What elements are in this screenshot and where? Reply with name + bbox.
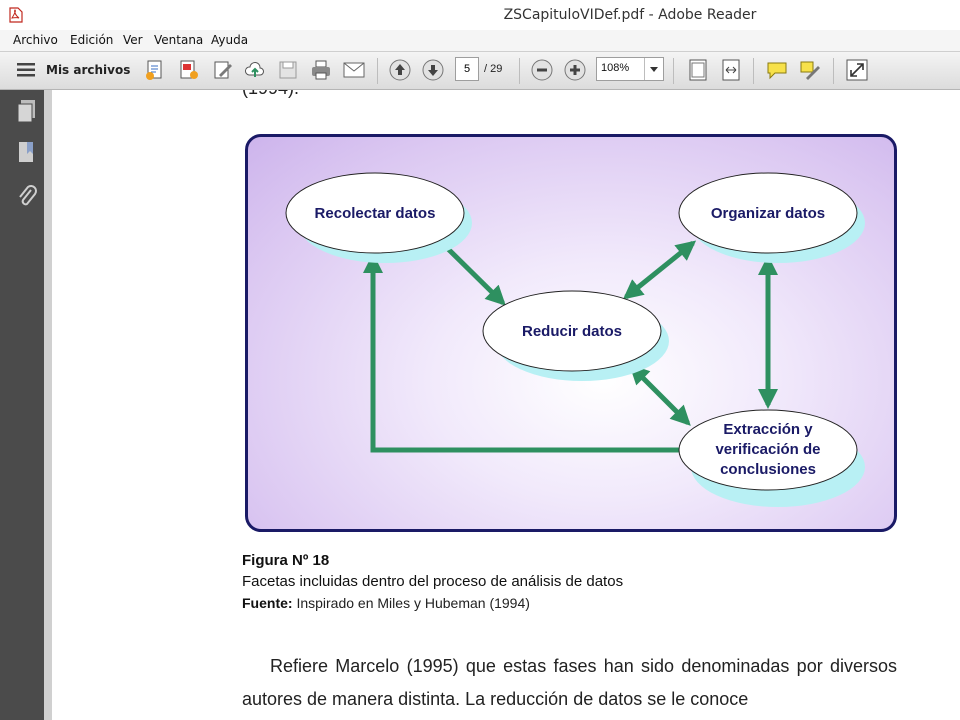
comment-icon[interactable] xyxy=(765,58,789,82)
figure-description: Facetas incluidas dentro del proceso de … xyxy=(242,573,624,590)
convert-icon[interactable] xyxy=(177,58,201,82)
zoom-select[interactable]: 108% xyxy=(596,57,664,81)
toolbar-divider xyxy=(519,58,520,84)
chevron-down-icon[interactable] xyxy=(644,58,663,80)
process-diagram: Recolectar datos Organizar datos Reducir… xyxy=(245,134,897,532)
arrow-collect-to-reduce xyxy=(437,238,506,306)
toolbar: Mis archivos xyxy=(0,52,960,90)
arrow-reduce-organize xyxy=(622,240,697,300)
window-title: ZSCapituloVIDef.pdf - Adobe Reader xyxy=(503,7,757,23)
toolbar-divider xyxy=(673,58,674,84)
node-label-organize: Organizar datos xyxy=(711,205,825,222)
zoom-in-icon[interactable] xyxy=(563,58,587,82)
fit-page-icon[interactable] xyxy=(686,58,710,82)
my-files-button[interactable]: Mis archivos xyxy=(46,63,131,77)
email-icon[interactable] xyxy=(342,58,366,82)
figure-title: Figura Nº 18 xyxy=(242,552,330,569)
fit-width-icon[interactable] xyxy=(719,58,743,82)
node-label-extract-2: verificación de xyxy=(715,441,820,458)
page-up-icon[interactable] xyxy=(388,58,412,82)
node-extract-conclusions xyxy=(678,409,858,491)
figure-source-text: Inspirado en Miles y Hubeman (1994) xyxy=(292,595,530,611)
menu-hamburger-icon[interactable] xyxy=(14,58,38,82)
attachments-panel-icon[interactable] xyxy=(15,184,39,210)
edit-pdf-icon[interactable] xyxy=(211,58,235,82)
diagram-canvas: Recolectar datos Organizar datos Reducir… xyxy=(285,172,865,507)
figure-source: Fuente: Inspirado en Miles y Hubeman (19… xyxy=(242,595,530,611)
menu-ventana[interactable]: Ventana xyxy=(154,33,204,47)
zoom-value: 108% xyxy=(601,62,630,74)
page-number-input[interactable]: 5 xyxy=(455,57,479,81)
page-total: / 29 xyxy=(484,63,503,75)
node-reduce-data xyxy=(482,290,662,372)
body-paragraph: Refiere Marcelo (1995) que estas fases h… xyxy=(242,656,897,709)
menu-ayuda[interactable]: Ayuda xyxy=(211,33,249,47)
fullscreen-icon[interactable] xyxy=(845,58,869,82)
node-label-reduce: Reducir datos xyxy=(522,323,622,340)
page-down-icon[interactable] xyxy=(421,58,445,82)
node-organize-data xyxy=(678,172,858,254)
document-page: (1994). xyxy=(52,90,960,720)
menu-edicion[interactable]: Edición xyxy=(70,33,114,47)
node-label-extract-3: conclusiones xyxy=(720,461,816,478)
node-label-extract-1: Extracción y xyxy=(723,421,813,438)
figure-source-label: Fuente: xyxy=(242,595,293,611)
node-label-collect: Recolectar datos xyxy=(315,205,436,222)
menu-archivo[interactable]: Archivo xyxy=(13,33,58,47)
arrow-reduce-extract xyxy=(629,364,691,426)
node-collect-data xyxy=(285,172,465,254)
navigation-panel xyxy=(0,90,44,720)
toolbar-divider xyxy=(833,58,834,84)
pages-panel-icon[interactable] xyxy=(15,98,39,124)
pdf-app-icon xyxy=(9,7,23,23)
menu-ver[interactable]: Ver xyxy=(123,33,143,47)
upload-cloud-icon[interactable] xyxy=(243,58,267,82)
print-icon[interactable] xyxy=(309,58,333,82)
zoom-out-icon[interactable] xyxy=(530,58,554,82)
menu-bar: Archivo Edición Ver Ventana Ayuda xyxy=(0,30,960,52)
cut-off-text: (1994). xyxy=(242,90,299,99)
sign-icon[interactable] xyxy=(798,58,822,82)
save-icon[interactable] xyxy=(276,58,300,82)
create-pdf-icon[interactable] xyxy=(143,58,167,82)
toolbar-divider xyxy=(377,58,378,84)
toolbar-divider xyxy=(753,58,754,84)
arrow-extract-to-collect xyxy=(363,253,680,453)
bookmarks-panel-icon[interactable] xyxy=(15,140,39,166)
title-bar: ZSCapituloVIDef.pdf - Adobe Reader xyxy=(0,0,960,31)
